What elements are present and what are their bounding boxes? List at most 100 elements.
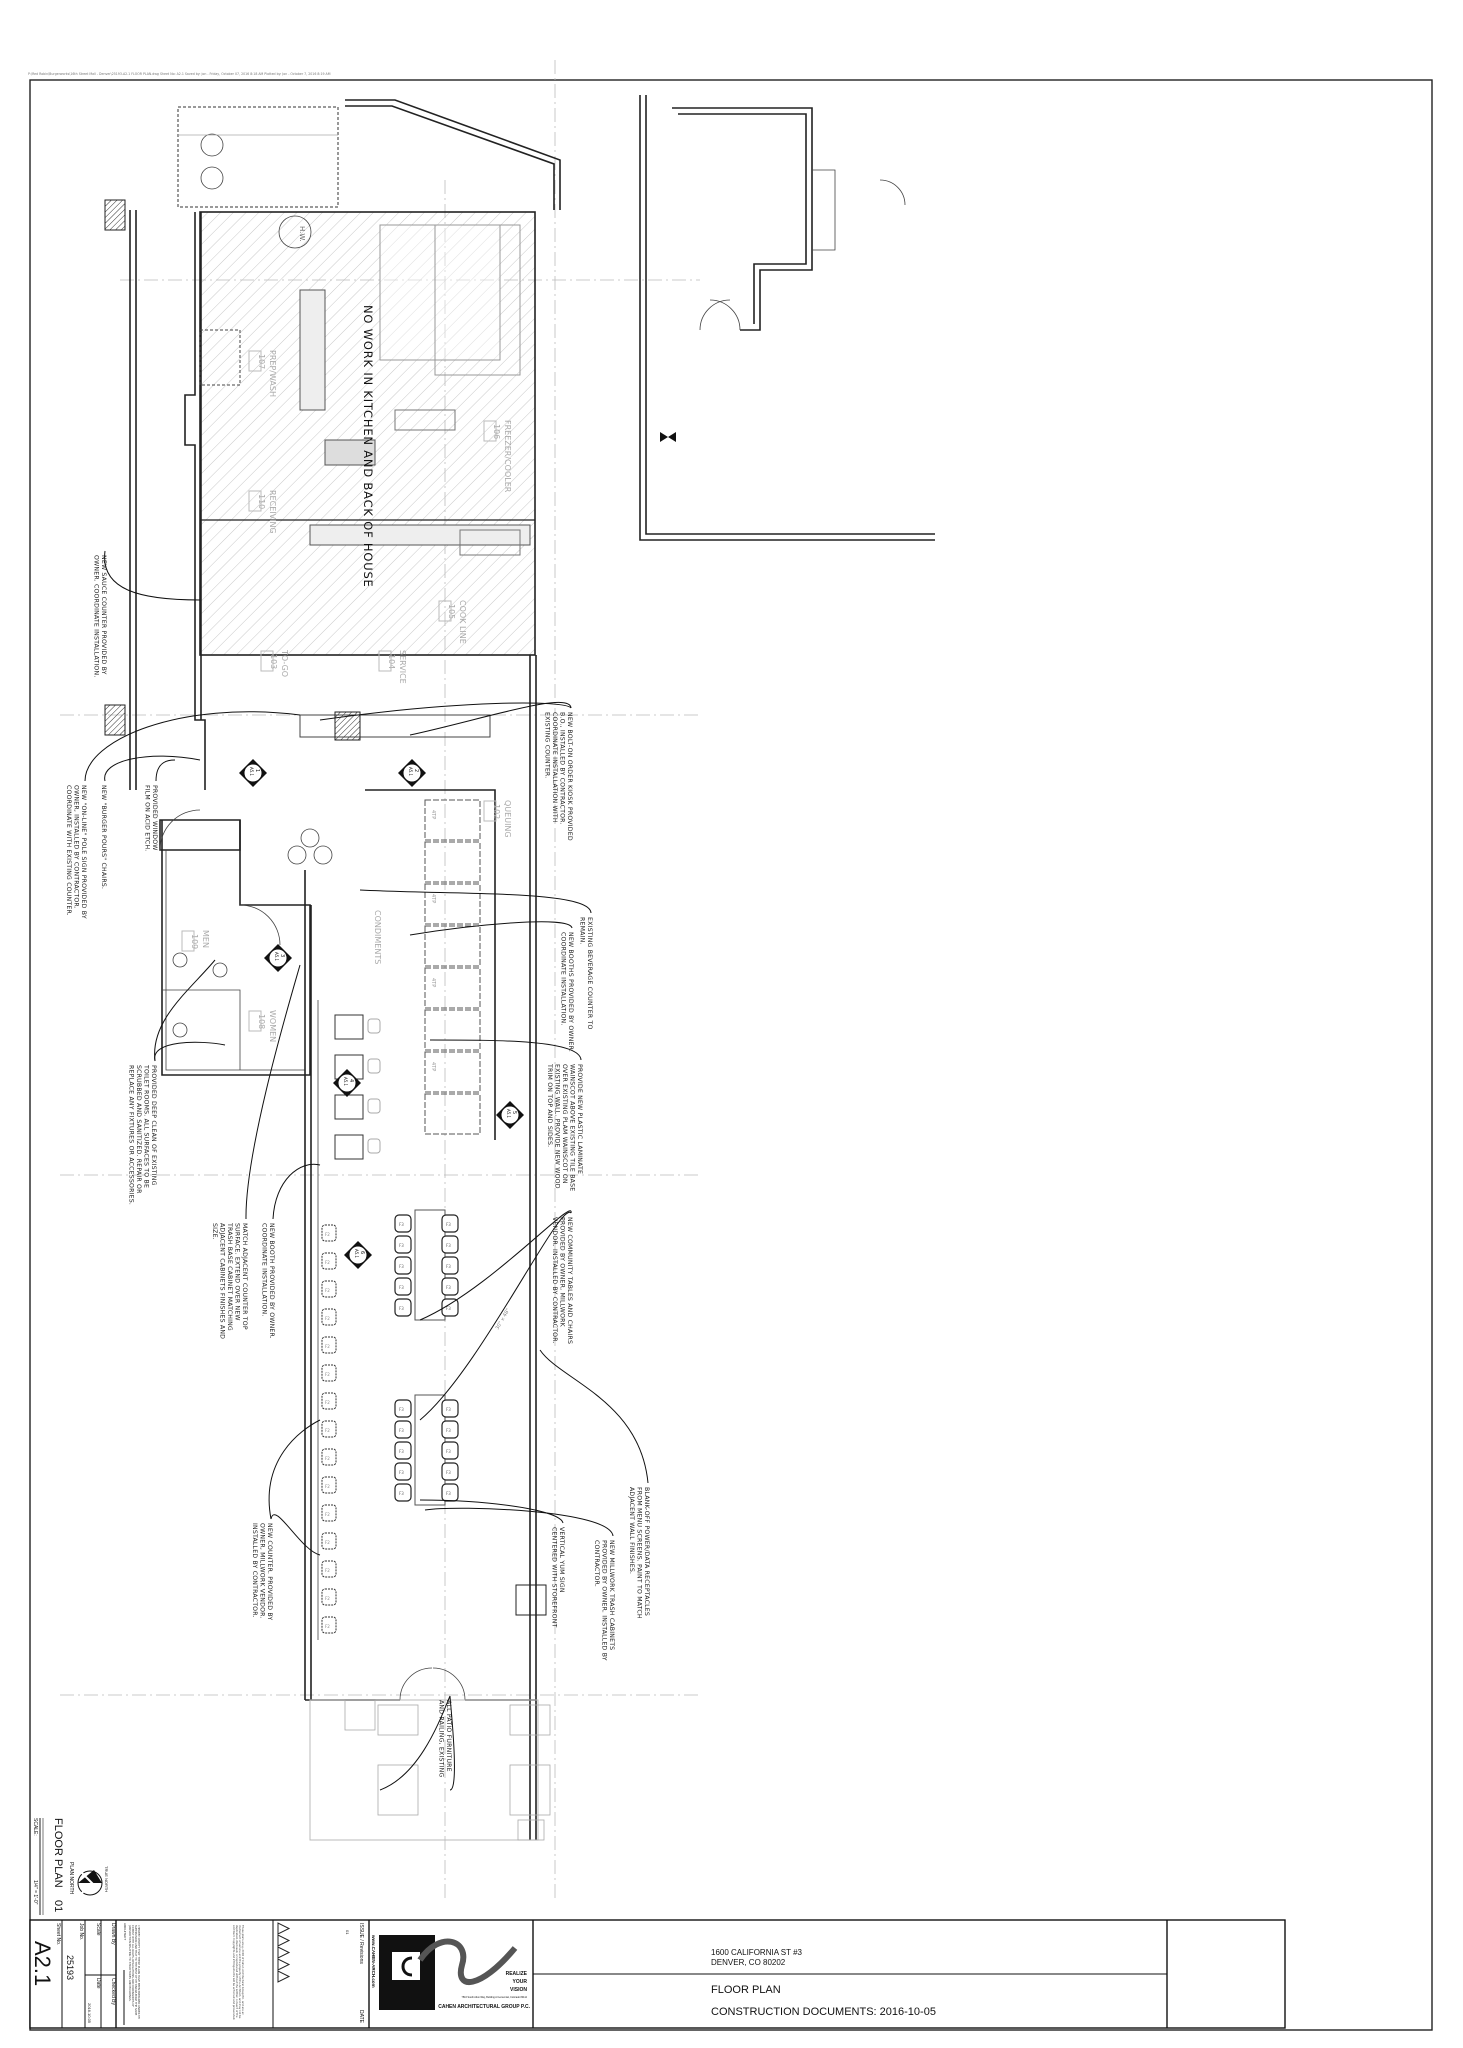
stool-tag: F2: [325, 1288, 330, 1293]
plan-note-line: COORDINATE WITH EXISTING COUNTER.: [65, 785, 72, 916]
plan-note-line: PROVIDED WINDOW: [151, 785, 158, 851]
leader-line: [419, 1499, 564, 1524]
chair-tag: F3: [446, 1306, 451, 1311]
booth: [424, 841, 481, 883]
room-name: CONDIMENTS: [373, 910, 382, 964]
plan-note-line: REMAIN.: [579, 917, 586, 945]
room-name: TO-GO: [280, 649, 289, 677]
section-marker-circle: [402, 763, 422, 783]
bar-stool: [321, 1560, 337, 1578]
plan-note-line: NEW BOOTHS PROVIDED BY OWNER.: [567, 932, 574, 1052]
bar-stool: [321, 1448, 337, 1466]
firm-name: CAHEN ARCHITECTURAL GROUP P.C.: [438, 2004, 530, 2010]
room-name: RECEIVING: [268, 490, 277, 534]
booth: [424, 799, 481, 841]
section-marker-number: 6: [359, 1251, 365, 1254]
stool-tag: F2: [325, 1344, 330, 1349]
leader-line: [419, 1210, 572, 1321]
room-number-box: [248, 350, 262, 372]
bar-stool: [321, 1588, 337, 1606]
plan-note-line: NEW MILLWORK TRASH CABINETS: [608, 1540, 615, 1650]
copyright-text: These plans are ©2016 of Cahen Architect…: [232, 1925, 244, 2021]
plan-note-line: OWNER, INSTALLED BY CONTRACTOR.: [73, 785, 80, 909]
bar-stool: [321, 1616, 337, 1634]
plan-note-line: WAINSCOT ABOVE EXISTING TILE BASE: [569, 1064, 576, 1191]
plan-note-line: NEW "BURGER POURS" CHAIRS.: [100, 785, 107, 889]
chair: [394, 1298, 412, 1317]
section-marker-sheet: A5.1: [343, 1077, 348, 1087]
room-name: MEN: [201, 930, 210, 948]
rooftop-equipment: [177, 106, 339, 208]
room-number-box: [181, 930, 195, 952]
revision-triangles: [277, 1922, 291, 1983]
chair-tag: F3: [399, 1243, 404, 1248]
booth-tag: 4TP: [430, 1062, 436, 1071]
chair-tag: F3: [446, 1407, 451, 1412]
leader-line: [409, 921, 573, 936]
leader-line: [359, 889, 592, 914]
leader-line: [104, 550, 201, 601]
leader-line: [155, 759, 176, 782]
section-marker: 1A5.1: [239, 759, 267, 787]
room-name: PREP/WASH: [268, 350, 277, 397]
plan-note-line: AND RAILING, EXISTING: [438, 1700, 445, 1777]
room-name: WOMEN: [268, 1010, 277, 1042]
section-marker-circle: [348, 1245, 368, 1265]
date-label: Date: [95, 1978, 101, 1989]
leader-line: [154, 959, 216, 1062]
chair: [394, 1214, 412, 1233]
section-marker-circle: [243, 763, 263, 783]
plan-note-line: BLANK-OFF POWER/DATA RECEPTACLES: [643, 1487, 650, 1616]
chair-tag: F3: [446, 1243, 451, 1248]
stool-tag: F2: [325, 1484, 330, 1489]
hw-label: H.W.: [298, 226, 306, 242]
two-top-table: [334, 1094, 364, 1120]
drawn-by-label: Drawn By: [110, 1923, 116, 1945]
date-value: 2016.10.05: [87, 2003, 92, 2024]
section-marker: 2A5.1: [398, 759, 426, 787]
adjacent-building: [345, 95, 935, 541]
note-leaders: [84, 550, 649, 1791]
room-number-box: [483, 800, 497, 822]
room-labels: PREP/WASH107RECEIVING110FREEZER/COOLER10…: [181, 350, 512, 1042]
building-walls: [104, 199, 537, 1840]
section-marker-sheet: A5.1: [506, 1109, 511, 1119]
plan-note-line: OWNER. COORDINATE INSTALLATION.: [93, 555, 100, 678]
leader-line: [268, 1419, 321, 1520]
chair: [441, 1462, 459, 1481]
kitchen-equipment: [199, 215, 535, 556]
leader-line: [104, 755, 201, 782]
room-number-box: [483, 420, 497, 442]
plan-note-line: INSTALLED BY CONTRACTOR.: [251, 1523, 258, 1618]
project-address-1: 1600 CALIFORNIA ST #3: [711, 1948, 803, 1957]
section-marker: 3A5.1: [264, 944, 292, 972]
sheet-title: FLOOR PLAN: [711, 1984, 781, 1996]
chair: [441, 1441, 459, 1460]
section-marker-number: 4: [348, 1079, 354, 1082]
plan-note-line: SURFACE. EXTEND OVER NEW: [234, 1223, 241, 1321]
cahen-logo: [379, 1935, 518, 2010]
room-name: COOK LINE: [458, 600, 467, 644]
chair: [394, 1462, 412, 1481]
plan-note-line: EXISTING WALL. PROVIDE NEW WOOD: [554, 1064, 561, 1189]
chair-tag: F3: [399, 1306, 404, 1311]
north-label: PLAN NORTH: [68, 1862, 74, 1895]
leader-line: [245, 964, 301, 1220]
section-marker-number: 1: [254, 769, 260, 772]
bar-stool: [321, 1336, 337, 1354]
bar-stool: [321, 1224, 337, 1242]
room-name: FREEZER/COOLER: [503, 420, 512, 493]
chair: [441, 1298, 459, 1317]
job-number: 25193: [65, 1955, 75, 1980]
plan-note: NEW BOOTH PROVIDED BY OWNER.COORDINATE I…: [261, 1223, 276, 1339]
booth: [424, 925, 481, 967]
stool-tag: F2: [325, 1260, 330, 1265]
